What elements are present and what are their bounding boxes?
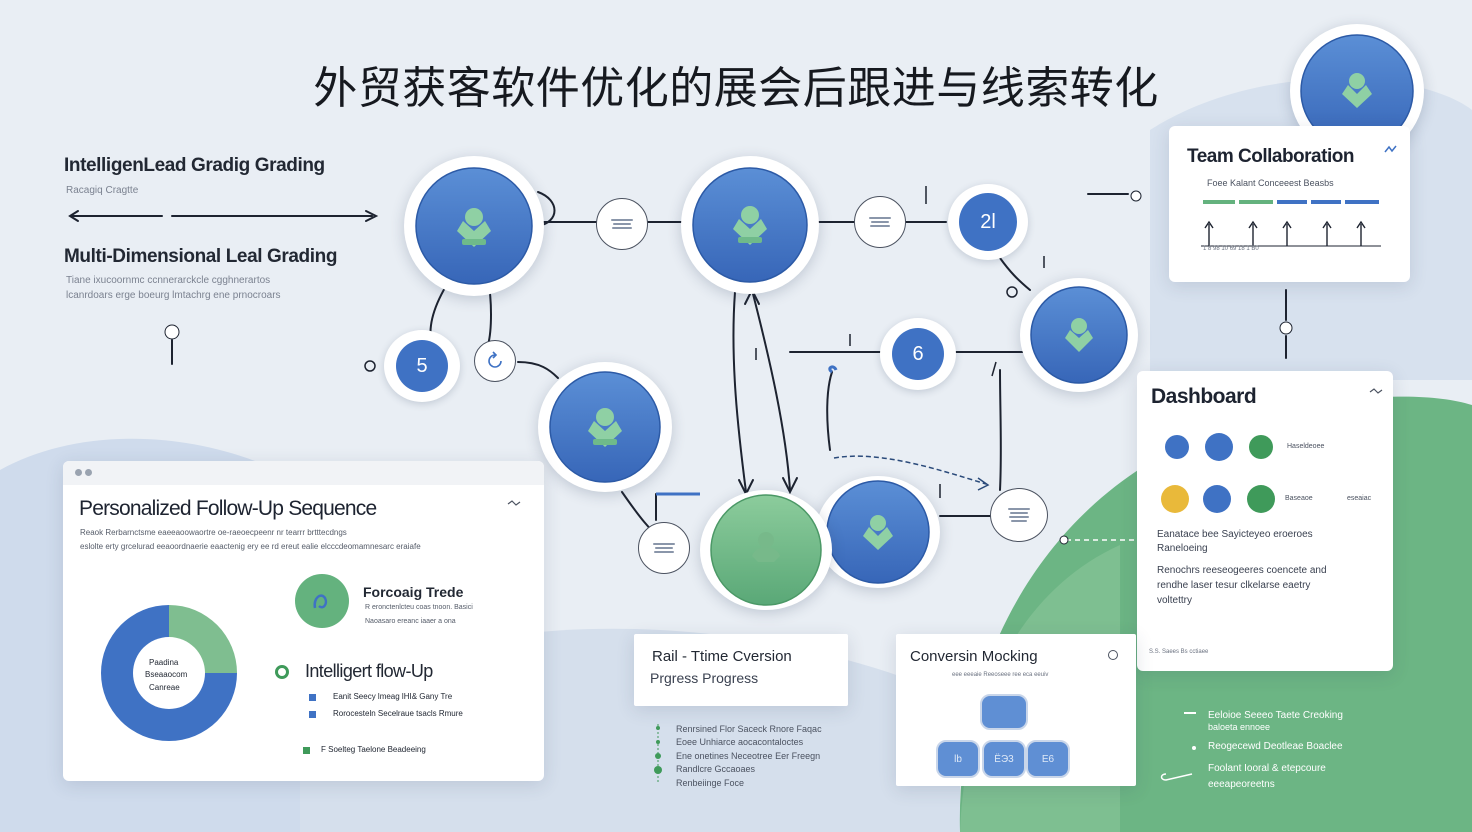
legend-line-1b: baloeta ennoee: [1208, 722, 1271, 732]
step-number: 6: [892, 328, 944, 380]
converted-lead-icon: [710, 494, 822, 606]
step-node-6[interactable]: 6: [880, 318, 956, 390]
legend-line-3: Foolant Iooral & etepcoure: [1208, 763, 1326, 774]
multi-dimensional-heading: Multi-Dimensional Leal Grading: [64, 246, 338, 267]
flow-box-mid[interactable]: ЁЭ3: [982, 740, 1026, 778]
lead-grading-heading: IntelligenLead Gradig Grading: [64, 155, 325, 176]
flow-box-left[interactable]: lb: [936, 740, 980, 778]
realtime-title-line1: Rail - Ttime Cversion: [652, 648, 792, 665]
realtime-title-line2: Prgress Progress: [650, 670, 759, 686]
legend-dot-icon: [1192, 746, 1196, 750]
flow-box-right[interactable]: E6: [1026, 740, 1070, 778]
bullet-icon: [309, 711, 316, 718]
connector-node[interactable]: [854, 196, 906, 248]
info-icon[interactable]: [1108, 650, 1118, 660]
refresh-node[interactable]: [474, 340, 516, 382]
team-card-title: Team Collaboration: [1187, 146, 1354, 167]
followup-donut: [101, 605, 237, 741]
flow-box-top[interactable]: [980, 694, 1028, 730]
connector-node[interactable]: [596, 198, 648, 250]
forecast-icon: [295, 574, 349, 628]
dashboard-label-c: eseaiac: [1347, 495, 1372, 502]
step-node-2[interactable]: 2l: [948, 184, 1028, 260]
share-icon[interactable]: [1383, 144, 1399, 156]
lead-plant-icon: [1030, 286, 1128, 384]
conversion-mocking-card[interactable]: Conversin Mocking eee eeeaie Reeoseee re…: [896, 634, 1136, 786]
forecasting-line-2: Naoasaro ereanc iaaer a ona: [365, 618, 456, 625]
flow-node-4[interactable]: [1020, 278, 1138, 392]
legend-line-1: Eeloioe Seeeo Taete Creoking: [1208, 710, 1343, 721]
page-title: 外贸获客软件优化的展会后跟进与线索转化: [313, 63, 1159, 114]
donut-label-3: Canreae: [149, 683, 180, 692]
menu-icon[interactable]: [1369, 387, 1383, 397]
dashboard-para1-line1: Eanatace bee Sayicteyeo eroeroes: [1157, 529, 1313, 540]
dashboard-card[interactable]: Dashboard Haseldeoee Baseaoe eseaiac Ean…: [1137, 371, 1393, 671]
followup-desc-1: Reaok Rerbarnctsme eaeeaoowaortre oe-rae…: [80, 528, 347, 537]
legend-line-2: Reogecewd Deotleae Boaclee: [1208, 741, 1343, 752]
forecasting-line-1: R eronctenlcteu coas tnoon. Basici: [365, 604, 473, 611]
flow-node-2[interactable]: [681, 156, 819, 294]
followup-title: Personalized Follow-Up Sequence: [79, 497, 377, 520]
multi-dimensional-desc-1: Tiane ixucoornmc ccnnerarckcle cgghnerar…: [66, 275, 271, 286]
lead-plant-icon: [415, 167, 533, 285]
connector-node[interactable]: [638, 522, 690, 574]
realtime-item-5: Renbeiinge Foce: [676, 778, 745, 788]
bullet-icon: [309, 694, 316, 701]
dashboard-para2-line3: voltettry: [1157, 595, 1193, 606]
realtime-item-4: Randlcre Gccaoaes: [676, 764, 756, 774]
legend-line-3b: eeeapeoreetns: [1208, 779, 1275, 790]
flow-node-3[interactable]: [538, 362, 672, 492]
connector-node[interactable]: [990, 488, 1048, 542]
multi-dimensional-desc-2: lcanrdoars erge boeurg lmtachrg ene prno…: [66, 290, 281, 301]
step-number: 5: [396, 340, 448, 392]
flow-node-converted[interactable]: [700, 490, 832, 610]
realtime-item-2: Eoee Unhiarce aocacontaloctes: [676, 737, 804, 747]
followup-sequence-card[interactable]: Personalized Follow-Up Sequence Reaok Re…: [63, 461, 544, 781]
dashboard-icons: [1161, 433, 1275, 513]
dashboard-para2-line1: Renochrs reeseogeeres coencete and: [1157, 565, 1327, 576]
lead-plant-icon: [692, 167, 808, 283]
dashboard-title: Dashboard: [1151, 385, 1257, 408]
window-titlebar: [63, 461, 544, 485]
realtime-conversion-card[interactable]: Rail - Ttime Cversion Prgress Progress: [634, 634, 848, 706]
dashboard-para2-line2: rendhe laser tesur clkelarse eaetry: [1157, 580, 1311, 591]
team-card-subtitle: Foee Kalant Conceeest Beasbs: [1207, 178, 1334, 188]
followup-bullet-3: F Soelteg Taelone Beadeeing: [321, 745, 426, 754]
bullet-icon: [303, 747, 310, 754]
step-node-5[interactable]: 5: [384, 330, 460, 402]
dashboard-para1-line2: Raneloeing: [1157, 543, 1208, 554]
dashboard-footer: S.S. Saees Bs cctiaee: [1149, 649, 1209, 655]
flow-node-1[interactable]: [404, 156, 544, 296]
donut-label-1: Paadina: [149, 658, 179, 667]
menu-icon[interactable]: [507, 499, 521, 509]
status-ring-icon: [275, 665, 289, 679]
lead-plant-icon: [549, 371, 661, 483]
forecast-glyph: [313, 594, 328, 609]
step-number: 2l: [959, 193, 1017, 251]
followup-desc-2: eslolte erty grcelurad eeaoordnaerie eaa…: [80, 542, 421, 551]
realtime-item-3: Ene onetines Neceotree Eer Freegn: [676, 751, 821, 761]
lead-plant-icon: [826, 480, 930, 584]
forecasting-title: Forcoaig Trede: [363, 584, 464, 600]
dashboard-label-a: Haseldeoee: [1287, 443, 1325, 450]
window-dot[interactable]: [75, 469, 82, 476]
team-axis-label: 1 8 98 10 69 18 1 B0: [1203, 246, 1259, 252]
progress-markers: [654, 724, 662, 782]
refresh-icon: [488, 351, 502, 368]
intelligent-followup-title: Intelligert flow-Up: [305, 661, 433, 681]
lead-grading-subtitle: Racagiq Cragtte: [66, 185, 139, 196]
team-collaboration-card[interactable]: Team Collaboration Foee Kalant Conceeest…: [1169, 126, 1410, 282]
realtime-item-1: Renrsined Flor Saceck Rnore Faqac: [676, 724, 822, 734]
followup-bullet-2: Rorocesteln Secelraue tsacls Rmure: [333, 709, 463, 718]
donut-label-2: Bseaaocom: [145, 670, 188, 679]
team-timeline: [1201, 200, 1381, 247]
followup-bullet-1: Eanit Seecy lmeag lHI& Gany Tre: [333, 692, 453, 701]
legend-dash-icon: [1184, 712, 1196, 714]
conversion-mocking-subtitle: eee eeeaie Reeoseee ree eca eeuiv: [952, 672, 1049, 678]
flow-node-5[interactable]: [816, 476, 940, 588]
conversion-mocking-title: Conversin Mocking: [910, 648, 1038, 665]
window-dot[interactable]: [85, 469, 92, 476]
legend-curve-icon: [1160, 773, 1193, 781]
dashboard-label-b: Baseaoe: [1285, 495, 1313, 502]
